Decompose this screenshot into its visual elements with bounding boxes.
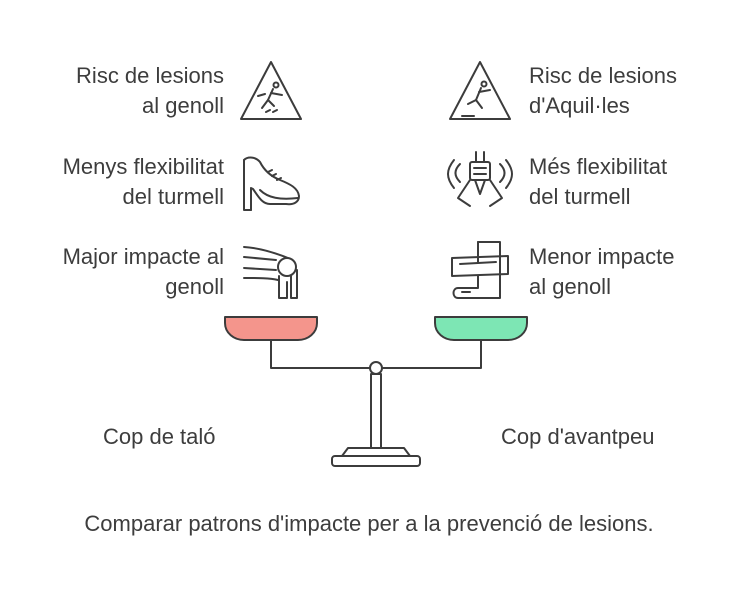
balance-scale — [270, 338, 482, 467]
falling-person-warning-icon — [240, 61, 302, 120]
high-heel-shoe-icon — [243, 156, 300, 211]
left-item-2: Menys flexibilitat del turmell — [62, 154, 224, 209]
left-item-1: Risc de lesions al genoll — [76, 63, 224, 118]
left-item-3: Major impacte al genoll — [62, 244, 224, 299]
right-item-2: Més flexibilitat del turmell — [529, 154, 668, 209]
left-pan — [224, 316, 318, 341]
right-item-1: Risc de lesions d'Aquil·les — [529, 63, 677, 118]
right-base-label: Cop d'avantpeu — [501, 424, 655, 449]
right-item-3: Menor impacte al genoll — [529, 244, 675, 299]
knee-joint-icon — [243, 246, 298, 299]
joint-flexibility-icon — [447, 151, 513, 207]
right-pan — [434, 316, 528, 341]
slipping-person-warning-icon — [449, 61, 511, 120]
bandaged-leg-icon — [451, 241, 509, 299]
diagram-caption: Comparar patrons d'impacte per a la prev… — [84, 511, 654, 536]
left-base-label: Cop de taló — [103, 424, 216, 449]
